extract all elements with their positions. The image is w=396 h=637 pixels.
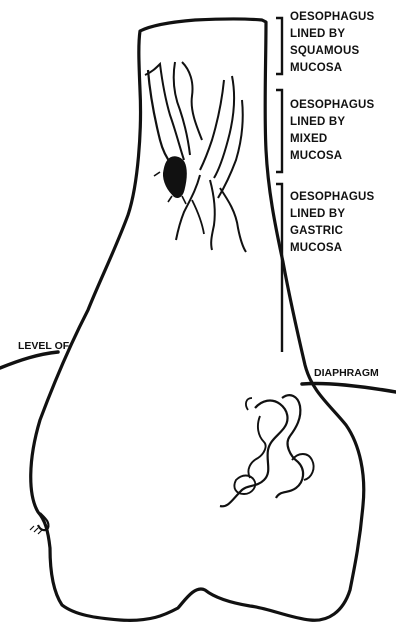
zone-label-gastric: OESOPHAGUS LINED BY GASTRIC MUCOSA	[290, 191, 375, 254]
lesion	[163, 157, 186, 198]
gastric-fold	[248, 416, 265, 478]
svg-text:LINED BY: LINED BY	[290, 28, 345, 40]
svg-text:OESOPHAGUS: OESOPHAGUS	[290, 99, 375, 111]
svg-text:MIXED: MIXED	[290, 133, 327, 145]
svg-text:LINED BY: LINED BY	[290, 208, 345, 220]
mucosal-fold	[214, 76, 234, 178]
svg-text:LINED BY: LINED BY	[290, 116, 345, 128]
zone-bracket-mixed	[276, 90, 282, 172]
zone-bracket-squamous	[276, 18, 282, 74]
zone-bracket-gastric	[276, 184, 282, 352]
zone-label-squamous: OESOPHAGUS LINED BY SQUAMOUS MUCOSA	[290, 11, 375, 74]
mucosal-fold	[192, 200, 204, 234]
svg-text:OESOPHAGUS: OESOPHAGUS	[290, 191, 375, 203]
svg-text:GASTRIC: GASTRIC	[290, 225, 343, 237]
svg-text:SQUAMOUS: SQUAMOUS	[290, 45, 359, 57]
level-of-label: LEVEL OF	[18, 340, 70, 352]
mucosal-fold	[200, 80, 224, 170]
gastric-fold	[276, 395, 303, 498]
svg-text:OESOPHAGUS: OESOPHAGUS	[290, 11, 375, 23]
mucosal-fold	[220, 188, 246, 252]
svg-text:MUCOSA: MUCOSA	[290, 150, 342, 162]
mucosal-fold	[174, 62, 190, 155]
diaphragm-label: DIAPHRAGM	[314, 367, 379, 379]
zone-label-mixed: OESOPHAGUS LINED BY MIXED MUCOSA	[290, 99, 375, 162]
mucosal-fold	[145, 64, 184, 160]
mucosal-fold	[148, 70, 172, 165]
svg-text:MUCOSA: MUCOSA	[290, 242, 342, 254]
mucosal-fold	[210, 180, 215, 250]
svg-text:MUCOSA: MUCOSA	[290, 62, 342, 74]
diaphragm-line-left	[0, 352, 58, 368]
gastric-fold	[246, 398, 252, 410]
mucosal-fold	[218, 100, 243, 198]
